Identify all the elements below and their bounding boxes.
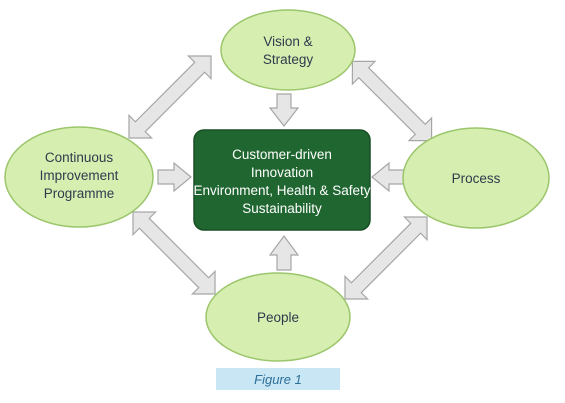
double-arrow-continuous-people xyxy=(132,211,216,295)
center-line-3: Environment, Health & Safety xyxy=(193,183,370,198)
node-continuous-improvement: Continuous Improvement Programme xyxy=(4,126,154,228)
node-vision-line-1: Vision & xyxy=(263,34,312,49)
double-arrow-continuous-vision xyxy=(128,55,212,139)
center-box: Customer-driven Innovation Environment, … xyxy=(193,129,371,231)
node-people: People xyxy=(205,272,351,362)
node-continuous-line-3: Programme xyxy=(44,186,115,201)
double-arrow-process-people xyxy=(344,216,428,300)
arrow-vision-to-center xyxy=(268,93,300,127)
center-line-2: Innovation xyxy=(251,165,313,180)
figure-caption: Figure 1 xyxy=(216,368,340,390)
arrow-continuous-to-center xyxy=(157,161,192,193)
center-line-1: Customer-driven xyxy=(232,147,332,162)
node-process: Process xyxy=(402,127,550,229)
node-people-line-1: People xyxy=(257,310,299,325)
center-line-4: Sustainability xyxy=(242,201,322,216)
node-process-line-1: Process xyxy=(452,171,501,186)
node-continuous-line-1: Continuous xyxy=(45,150,114,165)
node-vision-line-2: Strategy xyxy=(263,52,314,67)
node-continuous-line-2: Improvement xyxy=(40,168,119,183)
arrow-people-to-center xyxy=(268,234,300,271)
arrows-layer xyxy=(128,55,433,300)
node-vision: Vision & Strategy xyxy=(220,9,356,91)
figure-caption-text: Figure 1 xyxy=(254,371,302,387)
arrow-process-to-center xyxy=(371,161,405,193)
